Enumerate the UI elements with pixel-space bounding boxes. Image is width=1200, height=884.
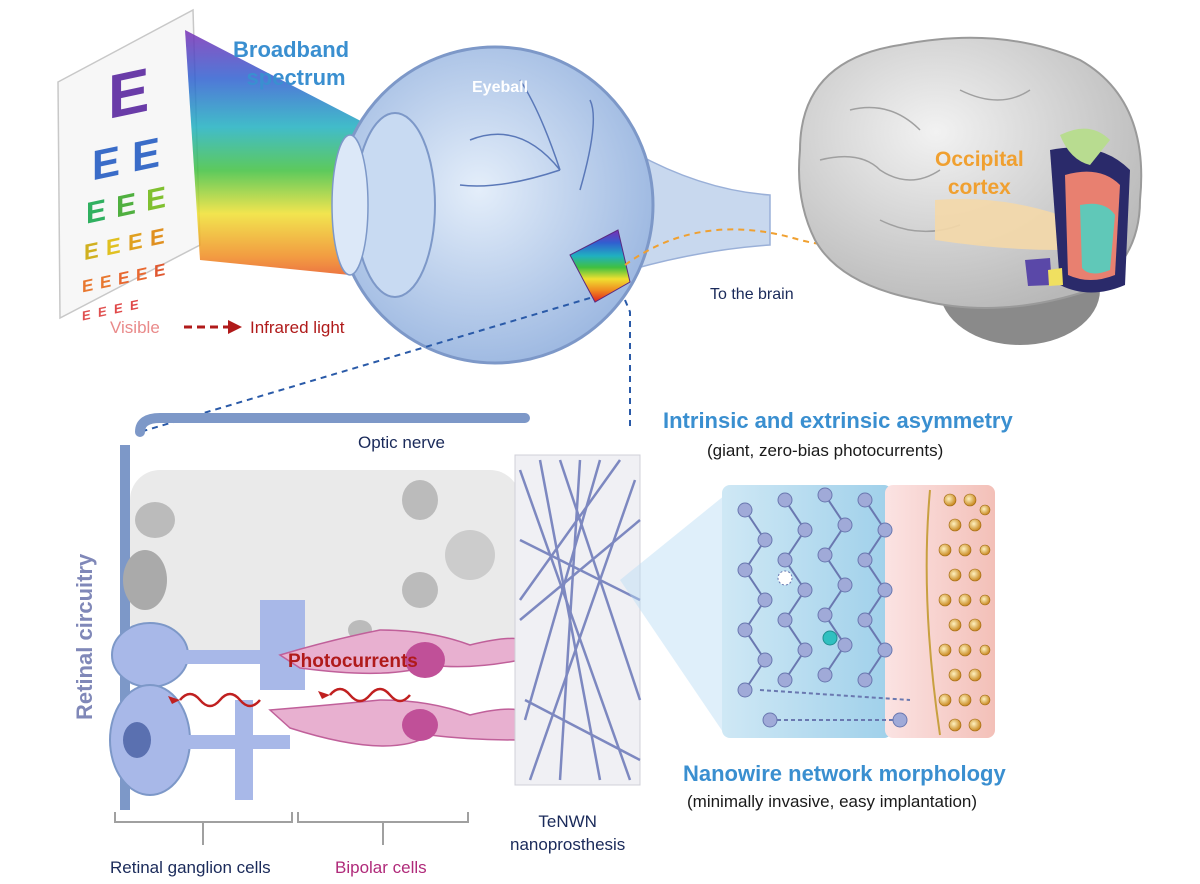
occipital-line1: Occipital	[935, 148, 1024, 171]
tenwn-line2: nanoprosthesis	[510, 835, 626, 854]
svg-text:E: E	[132, 128, 160, 180]
cell-group-brackets	[114, 812, 469, 845]
svg-text:E: E	[136, 263, 147, 285]
svg-text:E: E	[86, 194, 106, 231]
svg-text:E: E	[92, 137, 120, 189]
connector-to-brain	[624, 214, 961, 266]
svg-text:E: E	[100, 271, 111, 293]
photocurrents-label: Photocurrents	[288, 651, 418, 672]
occipital-cortex-label: Occipital cortex	[935, 146, 1024, 202]
svg-text:E: E	[98, 303, 107, 320]
asymmetry-title: Intrinsic and extrinsic asymmetry	[663, 408, 1013, 433]
svg-text:E: E	[146, 181, 166, 218]
svg-text:E: E	[118, 267, 129, 289]
asymmetry-subtitle: (giant, zero-bias photocurrents)	[707, 441, 944, 460]
eye-chart: E E E E E E E E E E E E E E E E E E E	[57, 8, 201, 324]
svg-text:E: E	[82, 307, 91, 324]
visible-label: Visible	[110, 318, 160, 337]
brain	[798, 36, 1143, 345]
morphology-subtitle: (minimally invasive, easy implantation)	[687, 792, 978, 811]
tenwn-line1: TeNWN	[538, 812, 597, 831]
svg-text:E: E	[84, 237, 99, 265]
svg-text:E: E	[116, 187, 136, 224]
eyeball	[331, 45, 771, 365]
svg-text:E: E	[114, 300, 123, 317]
morphology-title: Nanowire network morphology	[683, 761, 1006, 786]
svg-text:E: E	[154, 259, 165, 281]
svg-text:E: E	[108, 55, 149, 133]
infrared-label: Infrared light	[250, 318, 345, 337]
spectrum-title: Broadband spectrum	[233, 36, 349, 92]
bipolar-label: Bipolar cells	[335, 858, 427, 877]
retina-circuitry	[109, 413, 642, 810]
svg-text:E: E	[82, 274, 93, 296]
retinal-circuitry-label: Retinal circuitry	[72, 553, 97, 720]
occipital-line2: cortex	[947, 176, 1011, 199]
tenwn-label: TeNWN nanoprosthesis	[510, 810, 625, 856]
svg-text:E: E	[106, 233, 121, 261]
ganglion-label: Retinal ganglion cells	[110, 858, 271, 877]
spectrum-title-line2: spectrum	[246, 65, 346, 90]
to-brain-label: To the brain	[710, 286, 794, 303]
eyeball-label: Eyeball	[472, 79, 529, 96]
nanowire-lattice	[722, 485, 995, 738]
optic-nerve-label: Optic nerve	[358, 433, 445, 452]
svg-text:E: E	[130, 297, 139, 314]
svg-text:E: E	[150, 223, 165, 251]
spectrum-title-line1: Broadband	[233, 37, 350, 62]
svg-text:E: E	[128, 228, 143, 256]
